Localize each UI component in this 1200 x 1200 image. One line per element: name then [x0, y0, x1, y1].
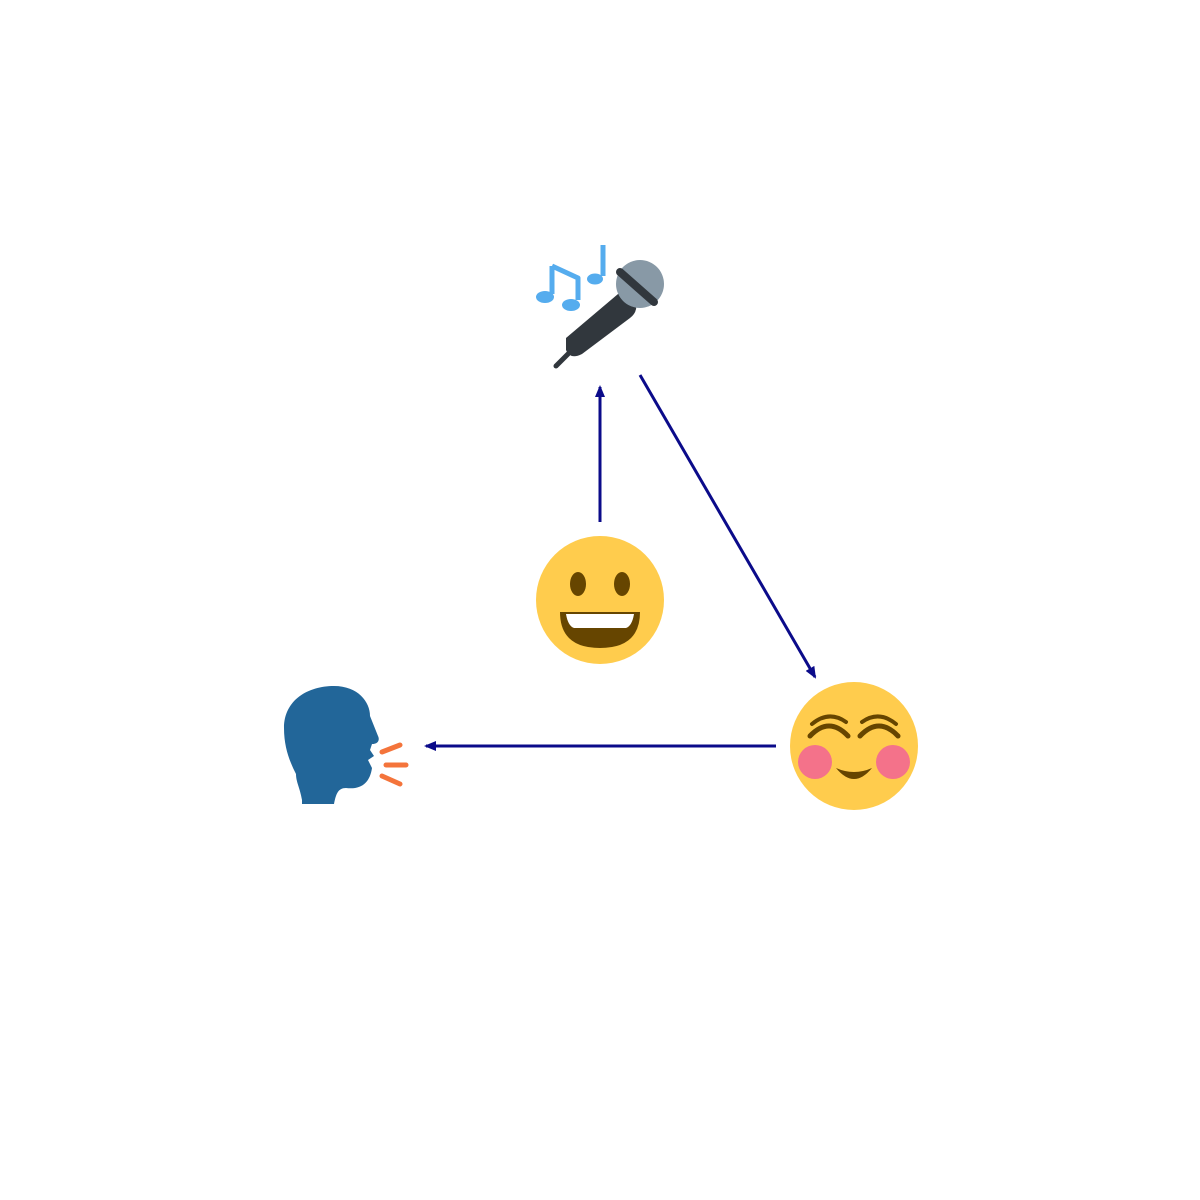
edge-microphone-to-smiling — [638, 374, 817, 679]
edges — [424, 374, 817, 751]
grinning-face-icon — [536, 536, 664, 664]
speaking-head-icon — [284, 686, 409, 804]
smiling-blushing-face-icon — [790, 682, 918, 810]
music-note-icon — [536, 263, 581, 311]
microphone-music-notes-icon — [536, 245, 664, 369]
music-note-small-icon — [587, 245, 606, 285]
